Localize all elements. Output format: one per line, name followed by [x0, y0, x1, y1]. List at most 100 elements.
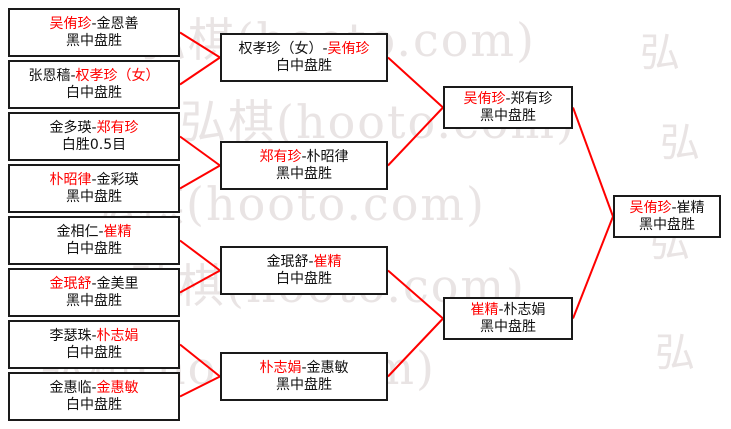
match-box-semifinals-1: 吴侑珍-郑有珍黑中盘胜 — [443, 86, 573, 129]
pairing-separator: - — [91, 379, 97, 396]
player-left: 郑有珍 — [259, 148, 302, 165]
match-pairing: 金多瑛-郑有珍 — [49, 120, 138, 136]
pairing-separator: - — [91, 171, 97, 188]
player-left: 李瑟珠 — [49, 327, 92, 344]
match-box-round-of-16-8: 金惠临-金惠敏白中盘胜 — [8, 372, 180, 421]
match-result: 黑中盘胜 — [276, 165, 332, 182]
pairing-separator: - — [91, 119, 97, 136]
match-result: 白中盘胜 — [66, 344, 122, 361]
match-result: 白中盘胜 — [276, 270, 332, 287]
connector-line — [179, 269, 221, 294]
match-result: 白中盘胜 — [66, 240, 122, 257]
pairing-separator: - — [91, 275, 97, 292]
match-box-final-1: 吴侑珍-崔精黑中盘胜 — [613, 195, 721, 238]
player-left: 金多瑛 — [49, 119, 92, 136]
match-pairing: 金相仁-崔精 — [56, 224, 131, 240]
match-pairing: 金惠临-金惠敏 — [49, 380, 138, 396]
player-right: 权孝珍（女） — [75, 67, 160, 84]
player-left: 金珉舒 — [49, 275, 92, 292]
connector-line — [572, 216, 614, 319]
connector-line — [572, 107, 614, 217]
match-box-round-of-16-4: 朴昭律-金彩瑛黑中盘胜 — [8, 164, 180, 213]
match-result: 黑中盘胜 — [639, 216, 695, 233]
connector-line — [387, 269, 444, 320]
player-left: 朴志娟 — [259, 359, 302, 376]
player-right: 朴志娟 — [96, 327, 139, 344]
connector-line — [179, 375, 221, 398]
pairing-separator: - — [498, 301, 504, 318]
player-right: 金惠敏 — [96, 379, 139, 396]
match-result: 黑中盘胜 — [66, 188, 122, 205]
connector-line — [179, 343, 221, 378]
match-result: 白中盘胜 — [66, 84, 122, 101]
match-pairing: 郑有珍-朴昭律 — [259, 149, 348, 165]
match-result: 黑中盘胜 — [480, 318, 536, 335]
pairing-separator: - — [505, 90, 511, 107]
connector-line — [179, 135, 221, 167]
match-box-semifinals-2: 崔精-朴志娟黑中盘胜 — [443, 297, 573, 340]
match-pairing: 吴侑珍-崔精 — [629, 200, 704, 216]
match-box-round-of-16-6: 金珉舒-金美里黑中盘胜 — [8, 268, 180, 317]
match-box-quarterfinals-3: 金珉舒-崔精白中盘胜 — [220, 246, 388, 295]
match-result: 黑中盘胜 — [66, 292, 122, 309]
player-right: 金彩瑛 — [96, 171, 139, 188]
connector-line — [179, 239, 221, 272]
pairing-separator: - — [322, 40, 328, 57]
match-result: 白中盘胜 — [276, 57, 332, 74]
player-right: 朴志娟 — [503, 301, 546, 318]
match-result: 黑中盘胜 — [276, 376, 332, 393]
connector-line — [179, 56, 221, 86]
connector-line — [387, 106, 444, 167]
match-result: 白中盘胜 — [66, 396, 122, 413]
player-left: 金珉舒 — [266, 253, 309, 270]
match-result: 白胜0.5目 — [61, 136, 127, 153]
player-left: 吴侑珍 — [629, 199, 672, 216]
match-pairing: 吴侑珍-郑有珍 — [463, 91, 552, 107]
match-pairing: 金珉舒-金美里 — [49, 276, 138, 292]
match-box-quarterfinals-2: 郑有珍-朴昭律黑中盘胜 — [220, 141, 388, 190]
player-right: 郑有珍 — [510, 90, 553, 107]
match-pairing: 朴昭律-金彩瑛 — [49, 172, 138, 188]
connector-line — [387, 56, 444, 109]
match-box-round-of-16-7: 李瑟珠-朴志娟白中盘胜 — [8, 320, 180, 369]
connector-line — [179, 164, 221, 190]
match-pairing: 权孝珍（女）-吴侑珍 — [238, 41, 369, 57]
match-result: 黑中盘胜 — [480, 107, 536, 124]
match-pairing: 金珉舒-崔精 — [266, 254, 341, 270]
player-right: 金美里 — [96, 275, 139, 292]
match-pairing: 张恩穑-权孝珍（女） — [28, 68, 159, 84]
match-pairing: 李瑟珠-朴志娟 — [49, 328, 138, 344]
match-result: 黑中盘胜 — [66, 32, 122, 49]
player-right: 郑有珍 — [96, 119, 139, 136]
pairing-separator: - — [308, 253, 314, 270]
match-pairing: 吴侑珍-金恩善 — [49, 16, 138, 32]
player-left: 朴昭律 — [49, 171, 92, 188]
player-left: 张恩穑 — [28, 67, 71, 84]
player-right: 崔精 — [676, 199, 705, 216]
pairing-separator: - — [301, 148, 307, 165]
match-box-round-of-16-2: 张恩穑-权孝珍（女）白中盘胜 — [8, 60, 180, 109]
player-right: 崔精 — [313, 253, 342, 270]
connector-line — [387, 317, 444, 378]
watermark-edge-text: 弘 — [655, 330, 697, 376]
player-right: 吴侑珍 — [327, 40, 370, 57]
match-pairing: 崔精-朴志娟 — [470, 302, 545, 318]
player-right: 崔精 — [103, 223, 132, 240]
match-box-quarterfinals-1: 权孝珍（女）-吴侑珍白中盘胜 — [220, 33, 388, 82]
watermark-edge-text: 弘 — [660, 120, 702, 166]
player-left: 吴侑珍 — [463, 90, 506, 107]
match-pairing: 朴志娟-金惠敏 — [259, 360, 348, 376]
pairing-separator: - — [91, 15, 97, 32]
player-left: 吴侑珍 — [49, 15, 92, 32]
watermark-edge-text: 弘 — [640, 30, 682, 76]
match-box-round-of-16-5: 金相仁-崔精白中盘胜 — [8, 216, 180, 265]
connector-line — [179, 31, 221, 59]
pairing-separator: - — [91, 327, 97, 344]
player-left: 崔精 — [470, 301, 499, 318]
player-right: 金惠敏 — [306, 359, 349, 376]
match-box-round-of-16-3: 金多瑛-郑有珍白胜0.5目 — [8, 112, 180, 161]
match-box-quarterfinals-4: 朴志娟-金惠敏黑中盘胜 — [220, 352, 388, 401]
player-left: 金惠临 — [49, 379, 92, 396]
player-right: 金恩善 — [96, 15, 139, 32]
